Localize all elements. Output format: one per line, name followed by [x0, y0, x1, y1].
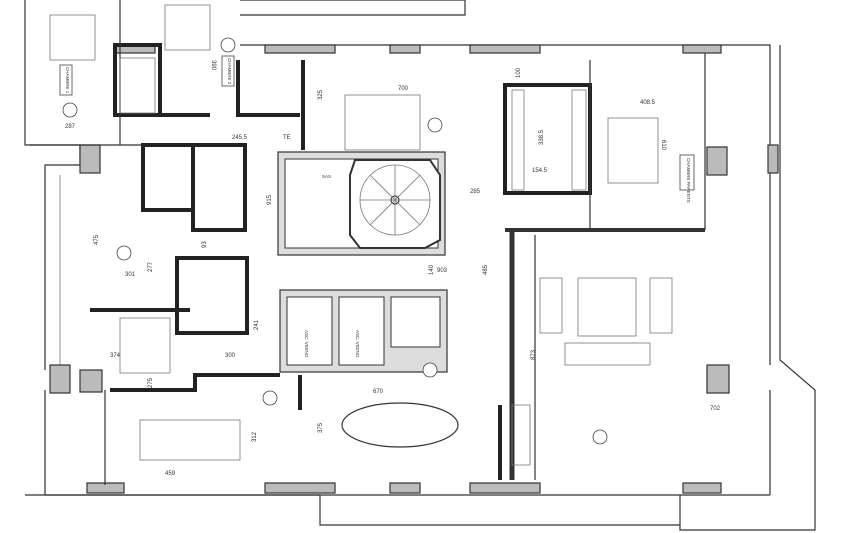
dim-label: 93 — [202, 241, 208, 248]
dim-label: 475 — [94, 234, 100, 245]
dim-label: 915 — [267, 194, 273, 205]
dim-label: 485 — [483, 264, 489, 275]
bedroom-1-label: CHAMBRE 1 — [65, 67, 70, 94]
building-outline — [24, 0, 816, 531]
dining-table — [341, 402, 459, 448]
dimension-labels: 287 390 700 325 100 245.5 408.5 338.5 61… — [65, 60, 721, 477]
furniture — [49, 4, 673, 466]
dim-label: 338.5 — [539, 129, 545, 145]
dim-label: TE — [283, 135, 291, 141]
dim-label: 285 — [470, 189, 481, 195]
kitchen-island — [344, 94, 421, 151]
master-wardrobe-right — [571, 89, 587, 191]
dim-label: 873 — [531, 349, 537, 360]
tv-unit — [511, 404, 531, 466]
elevator-2-label: ASC. VIDINO — [355, 330, 360, 358]
kitchen-counter — [139, 419, 241, 461]
dim-label: 300 — [225, 353, 236, 359]
dim-label: 700 — [398, 86, 409, 92]
dim-label: 245.5 — [232, 135, 248, 141]
dim-label: 277 — [148, 261, 154, 272]
elevator-1 — [286, 296, 333, 366]
sofa-right — [649, 277, 673, 334]
bed-3 — [119, 317, 171, 374]
elevator-1-label: ASC. VIDINO — [304, 330, 309, 358]
elevator-2 — [338, 296, 385, 366]
dim-label: 275 — [148, 377, 154, 388]
wardrobe — [119, 57, 156, 114]
room-tags: CHAMBRE PARENTS CHAMBRE 1 CHAMBRE 2 — [59, 37, 695, 445]
dim-label: 374 — [110, 353, 121, 359]
dim-label: 408.5 — [640, 100, 656, 106]
master-wardrobe-left — [511, 89, 525, 191]
dim-label: 154.5 — [532, 168, 548, 174]
sofa-left — [539, 277, 563, 334]
dim-label: 325 — [318, 89, 324, 100]
elevator-3 — [390, 296, 441, 348]
coffee-table — [577, 277, 637, 337]
dim-label: 375 — [318, 422, 324, 433]
stair-hall-label: SAS — [322, 174, 331, 179]
bed-1 — [49, 14, 96, 61]
dim-label: 241 — [254, 319, 260, 330]
dim-label: 670 — [373, 389, 384, 395]
master-bed — [607, 117, 659, 184]
structural-columns — [49, 44, 779, 494]
sofa-bottom — [564, 342, 651, 366]
elevator-core: ASC. VIDINO ASC. VIDINO — [279, 289, 448, 373]
dim-label: 610 — [660, 140, 666, 151]
dim-label: 903 — [437, 268, 448, 274]
dim-label: 301 — [125, 272, 136, 278]
spiral-staircase: SAS — [322, 159, 441, 249]
dim-label: 702 — [710, 406, 721, 412]
bedroom-2-label: CHAMBRE 2 — [227, 58, 232, 85]
dim-label: 312 — [252, 431, 258, 442]
bed-2 — [164, 4, 211, 51]
master-bedroom-label: CHAMBRE PARENTS — [686, 158, 691, 203]
dim-label: 287 — [65, 124, 76, 130]
dim-label: 140 — [429, 264, 435, 275]
dim-label: 390 — [210, 60, 216, 71]
dim-label: 100 — [516, 67, 522, 78]
dim-label: 459 — [165, 471, 176, 477]
